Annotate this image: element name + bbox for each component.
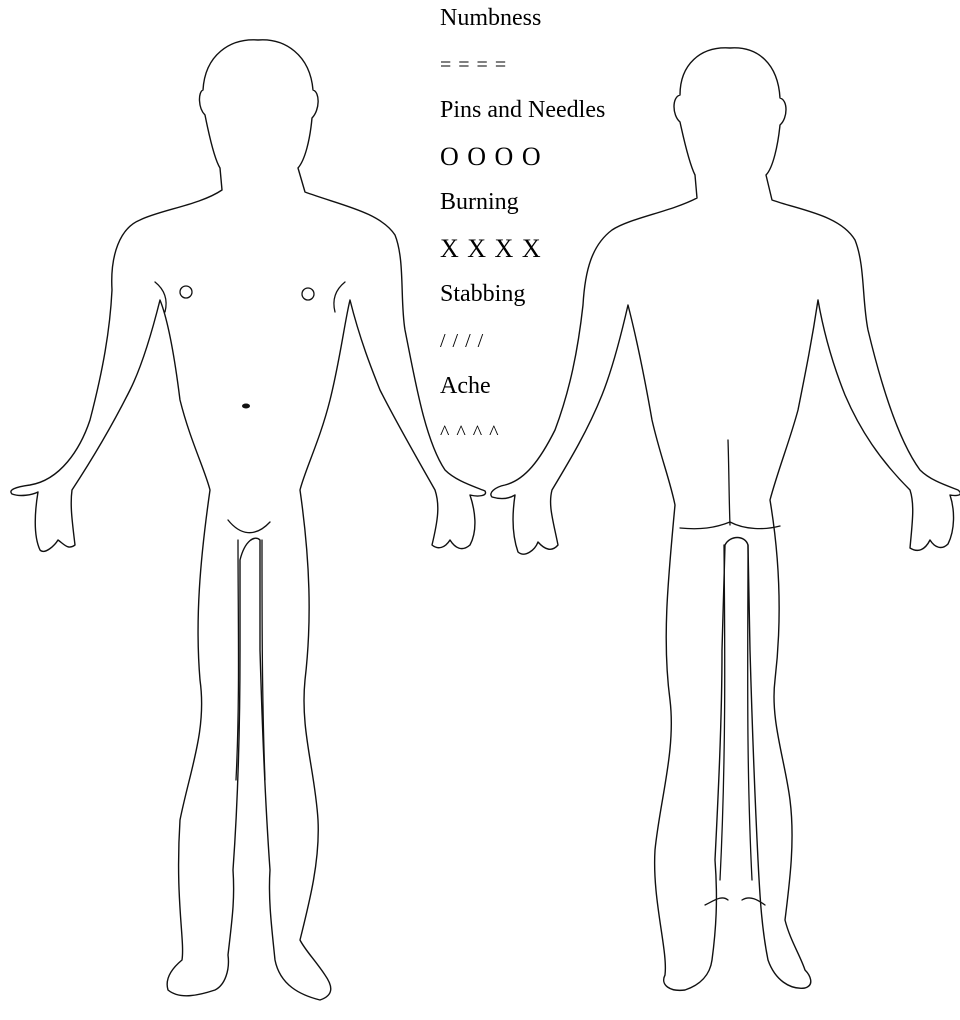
legend-entry-ache: Ache ^ ^ ^ ^ <box>440 374 680 446</box>
buttock-crease-right <box>730 522 780 529</box>
groin-line <box>228 520 270 533</box>
legend-label: Burning <box>440 190 680 214</box>
legend-symbol: = = = = <box>440 52 680 78</box>
front-inner-leg-line-right <box>262 540 265 780</box>
legend-entry-pins-and-needles: Pins and Needles O O O O <box>440 98 680 170</box>
legend-label: Stabbing <box>440 282 680 306</box>
spine-line <box>728 440 730 525</box>
legend-symbol: O O O O <box>440 144 680 170</box>
front-body-outline <box>11 40 486 1000</box>
legend-symbol: / / / / <box>440 328 680 354</box>
symptom-legend: Numbness = = = = Pins and Needles O O O … <box>440 6 680 466</box>
legend-label: Pins and Needles <box>440 98 680 122</box>
navel <box>242 404 250 409</box>
legend-entry-stabbing: Stabbing / / / / <box>440 282 680 354</box>
front-clavicle-line <box>155 282 166 312</box>
front-body-figure <box>11 40 486 1000</box>
front-inner-leg-line <box>236 540 239 780</box>
legend-entry-burning: Burning X X X X <box>440 190 680 262</box>
front-clavicle-line-right <box>334 282 345 312</box>
right-nipple <box>302 288 314 300</box>
legend-symbol: X X X X <box>440 236 680 262</box>
buttock-crease-left <box>680 522 730 529</box>
legend-symbol: ^ ^ ^ ^ <box>440 420 680 446</box>
legend-label: Numbness <box>440 6 680 30</box>
left-nipple <box>180 286 192 298</box>
legend-label: Ache <box>440 374 680 398</box>
legend-entry-numbness: Numbness = = = = <box>440 6 680 78</box>
